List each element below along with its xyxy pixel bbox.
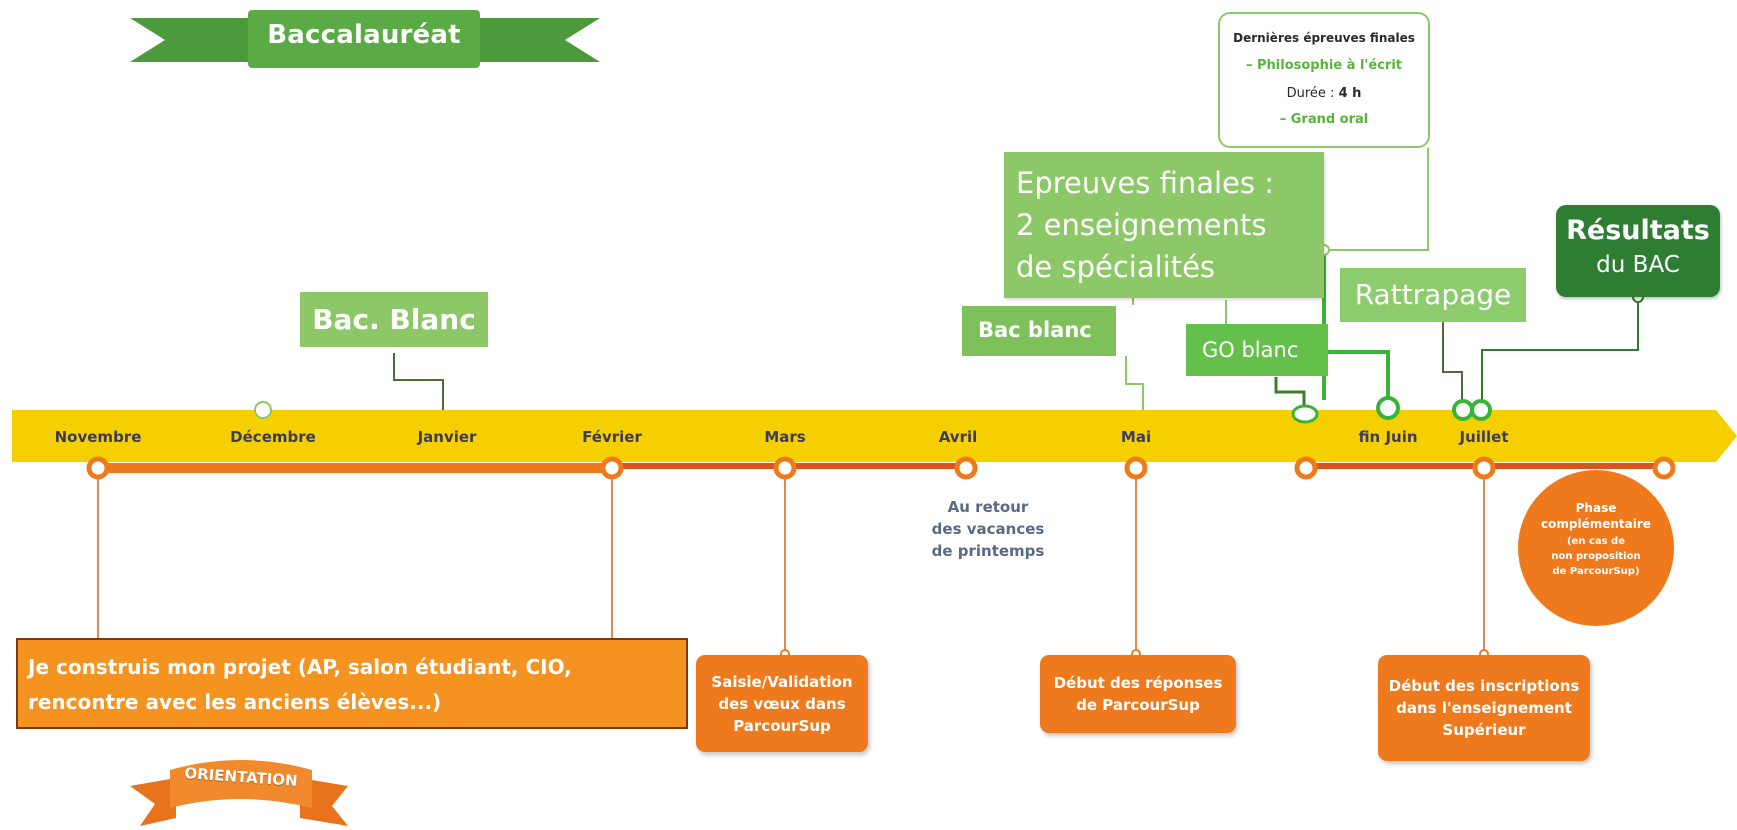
month-label-fin-juin: fin Juin	[1358, 428, 1418, 446]
phase-complementaire-circle	[1518, 470, 1674, 626]
marker-juin	[1294, 456, 1318, 480]
marker-mai	[1124, 456, 1148, 480]
month-label-janvier: Janvier	[417, 428, 477, 446]
marker-fin-phase	[1652, 456, 1676, 480]
resultats-title: Résultats	[1566, 215, 1710, 246]
connector-bac-blanc-2	[1125, 356, 1144, 410]
connector-resultats	[1481, 297, 1639, 400]
go-blanc-box: GO blanc	[1186, 324, 1328, 376]
rattrapage-box: Rattrapage	[1340, 268, 1526, 322]
resultats-sub: du BAC	[1596, 252, 1680, 278]
marker-fin-juin	[1376, 396, 1400, 420]
resultats-box: Résultats du BAC	[1556, 205, 1720, 297]
orientation-ribbon-body	[170, 760, 312, 808]
projet-box: Je construis mon projet (AP, salon étudi…	[16, 638, 688, 729]
marker-rattrapage	[1452, 399, 1474, 421]
connector-fin-juin	[1328, 350, 1390, 400]
callout-duree-value: 4 h	[1338, 86, 1362, 101]
callout-grand-oral: – Grand oral	[1279, 112, 1369, 127]
callout-duree-label: Durée :	[1286, 86, 1339, 101]
month-label-mars: Mars	[764, 428, 806, 446]
retour-vacances-text: Au retour des vacances de printemps	[931, 498, 1045, 560]
connector-rattrapage	[1442, 322, 1463, 400]
epreuves-finales-box: Epreuves finales : 2 enseignements de sp…	[1004, 152, 1324, 298]
marker-mars	[773, 456, 797, 480]
marker-fevrier	[600, 456, 624, 480]
title-ribbon-body	[248, 10, 480, 68]
bac-blanc-2-box: Bac blanc	[962, 306, 1116, 356]
month-label-avril: Avril	[938, 428, 978, 446]
callout-philo: – Philosophie à l'écrit	[1245, 58, 1403, 73]
connector-callout-top	[1324, 148, 1429, 251]
month-label-novembre: Novembre	[54, 428, 142, 446]
marker-go-blanc	[1291, 404, 1319, 424]
phase-complementaire-text: Phase complémentaire (en cas de non prop…	[1528, 500, 1664, 579]
title-ribbon-right-tail	[460, 18, 600, 62]
phase-complementaire-note: (en cas de non proposition de ParcourSup…	[1551, 536, 1641, 577]
marker-resultats	[1470, 399, 1492, 421]
connector-bac-blanc-1	[393, 353, 444, 410]
saisie-box: Saisie/Validation des vœux dans ParcourS…	[696, 655, 868, 752]
debut-reponses-box: Début des réponses de ParcourSup	[1040, 655, 1236, 733]
callout-duree: Durée : 4 h	[1220, 80, 1428, 108]
phase-complementaire-title: Phase complémentaire	[1541, 501, 1651, 531]
title-ribbon-label: Baccalauréat	[267, 20, 461, 50]
marker-avril	[954, 456, 978, 480]
month-label-mai: Mai	[1120, 428, 1152, 446]
marker-juillet	[1472, 456, 1496, 480]
orange-markers	[86, 456, 1676, 480]
month-label-fevrier: Février	[582, 428, 642, 446]
month-label-decembre: Décembre	[230, 428, 316, 446]
callout-title: Dernières épreuves finales	[1233, 31, 1415, 45]
orientation-ribbon-left-tail	[130, 778, 176, 826]
final-exams-callout: Dernières épreuves finales – Philosophie…	[1218, 12, 1430, 148]
marker-novembre	[86, 456, 110, 480]
debut-inscriptions-box: Début des inscriptions dans l'enseigneme…	[1378, 655, 1590, 761]
bac-blanc-1-box: Bac. Blanc	[300, 292, 488, 347]
marker-decembre	[254, 401, 272, 419]
connector-go-blanc	[1274, 377, 1306, 410]
title-ribbon-left-tail	[130, 18, 248, 62]
month-label-juillet: Juillet	[1459, 428, 1509, 446]
